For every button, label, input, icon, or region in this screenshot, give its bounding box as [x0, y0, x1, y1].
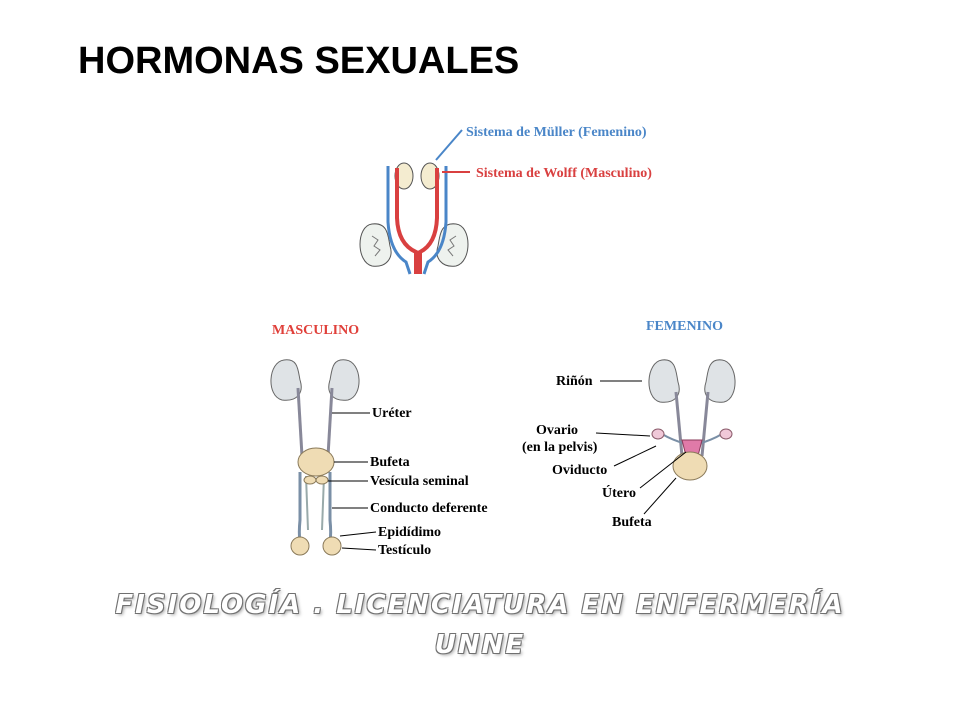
- female-ovary: [651, 428, 665, 440]
- slide-title: HORMONAS SEXUALES: [78, 40, 520, 82]
- label-muller: Sistema de Müller (Femenino): [466, 125, 647, 140]
- female-heading: FEMENINO: [646, 319, 723, 334]
- female-label-bladder: Bufeta: [612, 515, 652, 530]
- male-bladder: [297, 447, 335, 477]
- label-wolff: Sistema de Wolff (Masculino): [476, 166, 652, 181]
- muller-duct: [386, 166, 412, 275]
- male-label-seminal: Vesícula seminal: [370, 474, 469, 489]
- male-label-deferens: Conducto deferente: [370, 501, 488, 516]
- female-label-ovary: Ovario: [536, 423, 578, 438]
- footer-course: FISIOLOGÍA . LICENCIATURA EN ENFERMERÍA: [115, 590, 845, 620]
- male-heading: MASCULINO: [272, 323, 359, 338]
- female-label-uterus: Útero: [602, 484, 636, 501]
- wolff-duct: [395, 168, 418, 274]
- footer-university: UNNE: [434, 630, 526, 660]
- female-label-kidney: Riñón: [556, 374, 593, 389]
- female-label-oviduct: Oviducto: [552, 463, 607, 478]
- male-testis: [290, 536, 310, 556]
- male-figure: [270, 359, 377, 556]
- female-bladder: [672, 451, 708, 481]
- male-label-testis: Testículo: [378, 543, 431, 558]
- male-label-ureter: Uréter: [372, 406, 412, 421]
- indifferent-stage-figure: [359, 129, 470, 275]
- male-label-epididymis: Epidídimo: [378, 525, 441, 540]
- female-figure: [595, 359, 736, 515]
- female-label-ovary-sub: (en la pelvis): [522, 440, 598, 455]
- male-label-bladder: Bufeta: [370, 455, 410, 470]
